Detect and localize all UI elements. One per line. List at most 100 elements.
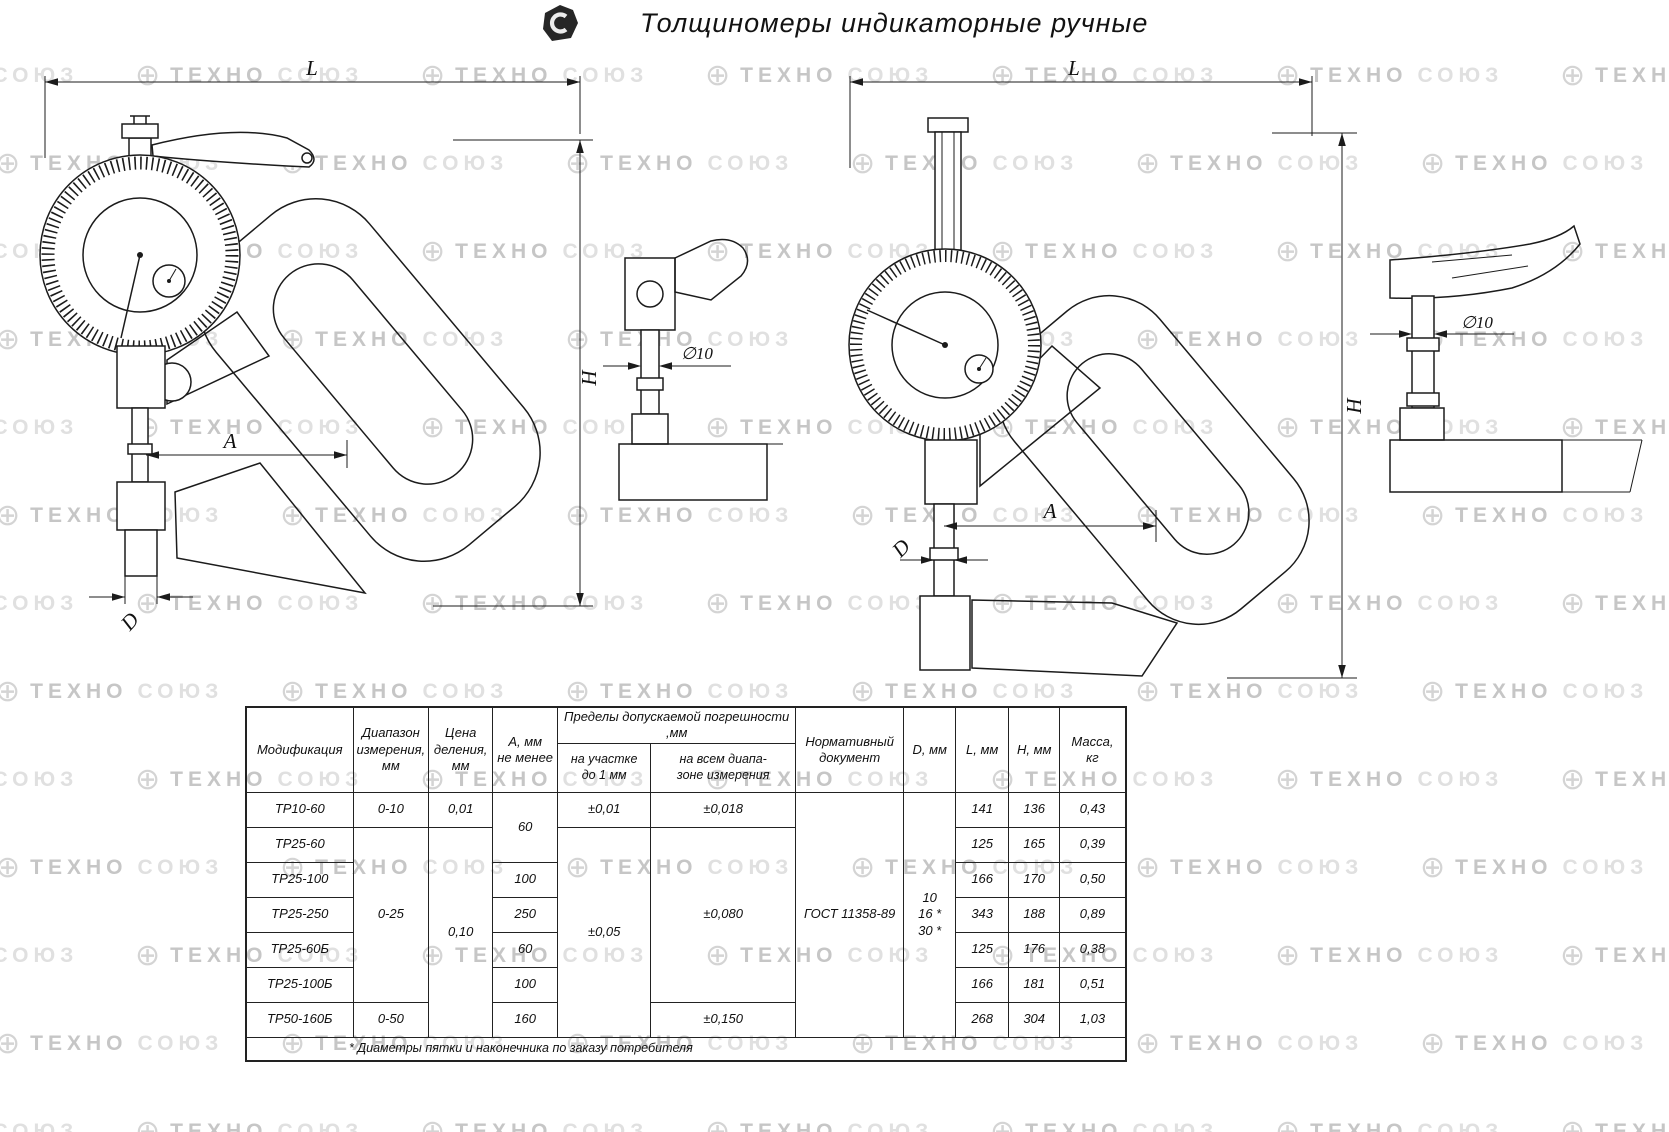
cell-error-full: ±0,018 (650, 791, 797, 828)
cell-mass: 0,43 (1059, 791, 1127, 828)
globe-icon: ⊕ (1560, 763, 1586, 796)
stem-assembly (116, 345, 192, 483)
col-header-error-group: Пределы допускаемой погрешности ,мм (557, 706, 797, 744)
watermark-text-secondary: СОЮЗ (847, 1119, 934, 1132)
watermark-text-primary: ТЕХНО (30, 1031, 128, 1055)
globe-icon: ⊕ (0, 147, 21, 180)
col-header-l: L, мм (955, 706, 1010, 793)
cell-d: 10 16 * 30 * (903, 791, 957, 1038)
cell-h: 165 (1008, 826, 1061, 863)
watermark-text-primary: ТЕХНО (1170, 1031, 1268, 1055)
table-row: ТР25-60Б 60 125 176 0,38 (245, 931, 1127, 968)
watermark-item: ⊕ ТЕХНО СОЮЗ (420, 1114, 648, 1132)
dial-indicator (848, 248, 1042, 442)
plunger-stem (927, 117, 969, 251)
dimension-D-label: D (115, 608, 144, 636)
cell-h: 181 (1008, 966, 1061, 1003)
globe-icon: ⊕ (1560, 1115, 1586, 1132)
watermark-text-primary: ТЕХНО (455, 1119, 553, 1132)
dimension-D: D (89, 576, 193, 636)
cell-modification: ТР25-60 (245, 826, 354, 863)
dimension-dia10-label: ∅10 (1461, 313, 1493, 332)
cell-modification: ТР25-100Б (245, 966, 354, 1003)
globe-icon: ⊕ (0, 1027, 21, 1060)
anvil (116, 481, 166, 577)
cell-a: 100 (492, 861, 559, 898)
cell-error-section: ±0,05 (557, 826, 652, 1038)
col-header-error-full: на всем диапа- зоне измерения (650, 742, 797, 793)
cell-modification: ТР25-100 (245, 861, 354, 898)
dial-needle (120, 254, 141, 339)
measuring-head-detail: ∅10 (1370, 224, 1643, 493)
cell-h: 176 (1008, 931, 1061, 968)
cell-mass: 0,39 (1059, 826, 1127, 863)
globe-icon: ⊕ (0, 675, 21, 708)
stem-assembly (924, 439, 978, 597)
dimension-A: A (944, 499, 1157, 542)
globe-icon: ⊕ (1420, 1027, 1446, 1060)
col-header-modification: Модификация (245, 706, 354, 793)
globe-icon: ⊕ (1135, 851, 1161, 884)
cell-range: 0-10 (352, 791, 430, 828)
col-header-mass: Масса, кг (1059, 706, 1127, 793)
cell-l: 268 (955, 1001, 1010, 1038)
cell-mass: 0,50 (1059, 861, 1127, 898)
cell-range: 0-25 (352, 826, 430, 1003)
dimension-A: A (146, 429, 348, 468)
cell-l: 166 (955, 966, 1010, 1003)
watermark-text-secondary: СОЮЗ (1132, 767, 1219, 791)
col-header-a-min: А, мм не менее (492, 706, 559, 793)
cell-modification: ТР10-60 (245, 791, 354, 828)
cell-error-full: ±0,150 (650, 1001, 797, 1038)
watermark-text-secondary: СОЮЗ (1132, 943, 1219, 967)
cell-l: 166 (955, 861, 1010, 898)
watermark-text-primary: ТЕХНО (1455, 855, 1553, 879)
watermark-text-primary: ТЕХНО (30, 855, 128, 879)
watermark-text-primary: ТЕХНО (740, 1119, 838, 1132)
watermark-text-secondary: СОЮЗ (1562, 1031, 1649, 1055)
left-gauge-drawing: L H A D (39, 56, 783, 636)
globe-icon: ⊕ (0, 851, 21, 884)
cell-error-section: ±0,01 (557, 791, 652, 828)
watermark-text-secondary: СОЮЗ (0, 1119, 79, 1132)
dimension-dia10-label: ∅10 (681, 344, 713, 363)
globe-icon: ⊕ (420, 1115, 446, 1132)
cell-a: 160 (492, 1001, 559, 1038)
cell-mass: 0,89 (1059, 896, 1127, 933)
watermark-text-secondary: СОЮЗ (277, 1119, 364, 1132)
watermark-text-primary: ТЕХНО (1170, 855, 1268, 879)
globe-icon: ⊕ (135, 939, 161, 972)
dimension-H: H (1227, 132, 1366, 679)
watermark-text-secondary: СОЮЗ (562, 1119, 649, 1132)
dimension-D-label: D (886, 534, 914, 562)
cell-range: 0-50 (352, 1001, 430, 1038)
cell-modification: ТР25-250 (245, 896, 354, 933)
brand-logo-icon (543, 5, 578, 41)
release-lever (151, 131, 315, 168)
globe-icon: ⊕ (990, 1115, 1016, 1132)
watermark-text-secondary: СОЮЗ (137, 1031, 224, 1055)
globe-icon: ⊕ (135, 763, 161, 796)
cell-a: 100 (492, 966, 559, 1003)
watermark-text-secondary: СОЮЗ (0, 943, 79, 967)
watermark-text-secondary: СОЮЗ (1417, 767, 1504, 791)
col-header-division: Цена деления, мм (428, 706, 494, 793)
cell-document: ГОСТ 11358-89 (795, 791, 905, 1038)
page-title: Толщиномеры индикаторные ручные (640, 8, 1149, 38)
measuring-head-detail: ∅10 (603, 238, 783, 501)
spec-table: Модификация Диапазон измерения, мм Цена … (245, 706, 1127, 1062)
watermark-text-primary: ТЕХНО (1310, 943, 1408, 967)
c-frame (166, 198, 541, 595)
table-row: ТР25-60 0-25 0,10 ±0,05 ±0,080 125 165 0… (245, 826, 1127, 1038)
cell-a: 60 (492, 791, 559, 863)
table-row: ТР10-60 0-10 0,01 60 ±0,01 ±0,018 ГОСТ 1… (245, 791, 1127, 1038)
